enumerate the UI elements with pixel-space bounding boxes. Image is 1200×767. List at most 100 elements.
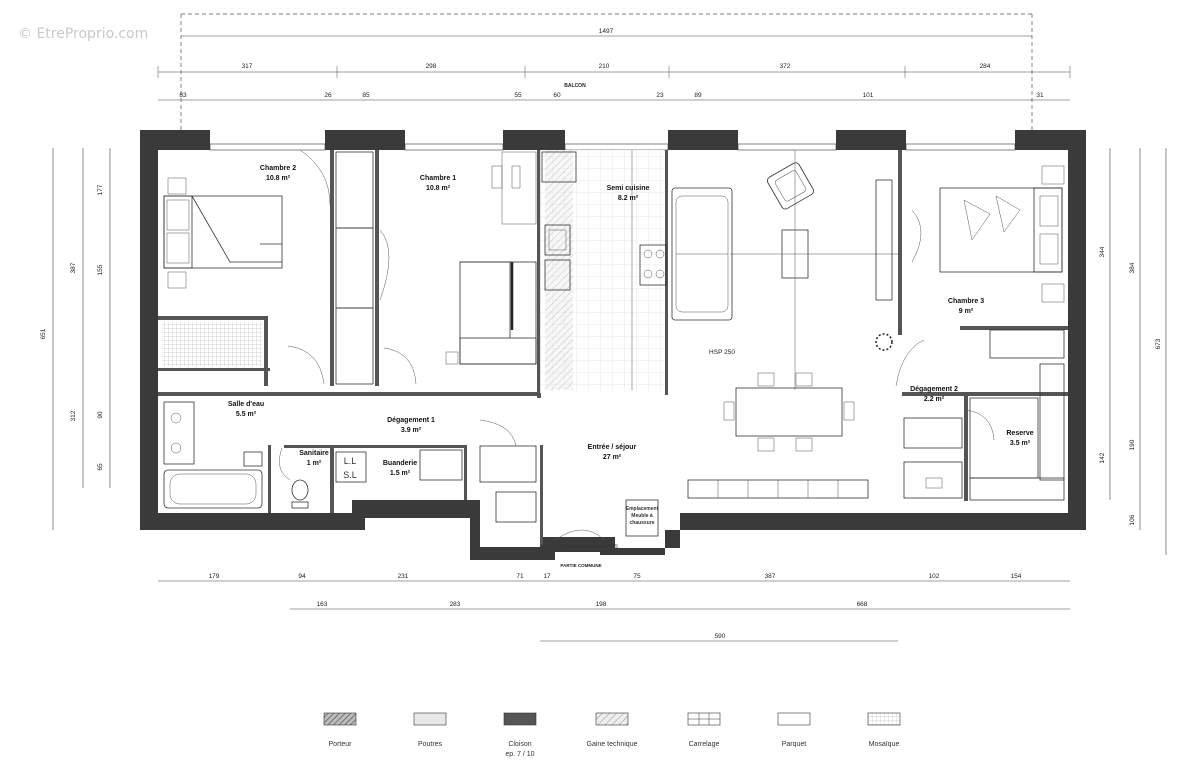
- room-entree-name: Entrée / séjour: [588, 444, 637, 451]
- emplacement-line3: chaussure: [629, 520, 654, 526]
- room-reserve-area: 3.5 m²: [1010, 440, 1031, 447]
- top-dimensions: 1497 317 298 210 372 284 83 26 85 55 60 …: [157, 28, 1071, 101]
- legend: Porteur Poutres Cloison ep. 7 / 10 Gaine…: [323, 712, 901, 758]
- dim-left-inner-1: 155: [97, 264, 104, 275]
- dim-bot2-3: 668: [857, 601, 868, 608]
- dim-right-mid-2: 106: [1129, 514, 1136, 525]
- room-chambre1-area: 10.8 m²: [426, 185, 451, 192]
- bottom-dimensions: PARTIE COMMUNE 179 94 231 71 17 75 387 1…: [158, 563, 1070, 642]
- room-semi-cuisine-area: 8.2 m²: [618, 195, 639, 202]
- dim-top2-8: 31: [1036, 92, 1044, 99]
- dim-left-inner-2: 90: [97, 411, 104, 419]
- legend-parquet: Parquet: [777, 712, 811, 748]
- ll-label: L.L: [344, 456, 357, 466]
- legend-gaine-technique: Gaine technique: [587, 712, 638, 748]
- svg-text:Mosaïque: Mosaïque: [869, 741, 900, 748]
- room-salle-eau-name: Salle d'eau: [228, 401, 264, 408]
- room-degagement1-area: 3.9 m²: [401, 427, 422, 434]
- dim-top2-4: 60: [553, 92, 561, 99]
- svg-text:ep. 7 / 10: ep. 7 / 10: [505, 751, 534, 758]
- room-chambre2-area: 10.8 m²: [266, 175, 291, 182]
- furniture-reserve: [903, 363, 1065, 501]
- room-sanitaire-area: 1 m²: [307, 460, 322, 467]
- room-degagement2-name: Dégagement 2: [910, 386, 958, 393]
- partie-commune-label: PARTIE COMMUNE: [560, 563, 601, 568]
- room-entree-area: 27 m²: [603, 454, 622, 461]
- dim-top2-7: 101: [863, 92, 874, 99]
- dim-top2-3: 55: [514, 92, 522, 99]
- furniture-chambre2: [163, 149, 331, 289]
- dim-top-298: 298: [426, 63, 437, 70]
- room-buanderie-area: 1.5 m²: [390, 470, 411, 477]
- balcon-label: BALCON: [564, 83, 586, 89]
- furniture-bathroom: [163, 401, 659, 537]
- left-dimensions: 651 387 312 177 155 90 65: [40, 148, 111, 530]
- dim-bot3-0: 590: [715, 633, 726, 640]
- dim-right-inner-1: 142: [1099, 452, 1106, 463]
- room-degagement1-name: Dégagement 1: [387, 417, 435, 424]
- room-sanitaire-name: Sanitaire: [299, 450, 329, 457]
- room-reserve-name: Reserve: [1006, 430, 1033, 437]
- sl-label: S.L: [343, 470, 357, 480]
- doors: [279, 209, 995, 541]
- dim-right-inner-0: 344: [1099, 246, 1106, 257]
- dim-bot1-3: 71: [516, 573, 524, 580]
- dim-bot1-7: 102: [929, 573, 940, 580]
- svg-text:Porteur: Porteur: [329, 741, 353, 748]
- dim-top-284: 284: [980, 63, 991, 70]
- room-chambre3-name: Chambre 3: [948, 298, 984, 305]
- legend-porteur: Porteur: [323, 712, 357, 748]
- dim-right-mid-1: 190: [1129, 439, 1136, 450]
- dim-left-inner-0: 177: [97, 184, 104, 195]
- outer-walls: [140, 130, 1086, 560]
- dim-bot1-6: 387: [765, 573, 776, 580]
- room-degagement2-area: 2.2 m²: [924, 396, 945, 403]
- dim-bot2-2: 198: [596, 601, 607, 608]
- dim-top2-2: 85: [362, 92, 370, 99]
- furniture-kitchen: [541, 150, 667, 390]
- dim-bot1-2: 231: [398, 573, 409, 580]
- dim-top2-0: 83: [179, 92, 187, 99]
- dim-bot1-4: 17: [543, 573, 551, 580]
- dim-right-mid-0: 384: [1129, 262, 1136, 273]
- furniture-chambre3: [875, 165, 1065, 359]
- room-labels: Chambre 2 10.8 m² Chambre 1 10.8 m² Semi…: [228, 165, 1034, 550]
- legend-poutres: Poutres: [413, 712, 447, 748]
- dim-bot1-0: 179: [209, 573, 220, 580]
- dim-bot2-1: 283: [450, 601, 461, 608]
- dim-left-mid-0: 387: [70, 262, 77, 273]
- right-dimensions: 673 384 190 106 344 142: [1099, 148, 1167, 555]
- dim-left-inner-3: 65: [97, 463, 104, 471]
- emplacement-line2: Meuble à: [631, 513, 653, 519]
- dim-top-total: 1497: [599, 28, 614, 35]
- svg-text:Cloison: Cloison: [508, 741, 531, 748]
- dim-bot1-1: 94: [298, 573, 306, 580]
- dim-top-210: 210: [599, 63, 610, 70]
- interior-partitions: [158, 150, 1068, 545]
- dim-top-372: 372: [780, 63, 791, 70]
- dim-left-outer: 651: [40, 328, 47, 339]
- svg-text:Gaine technique: Gaine technique: [587, 741, 638, 748]
- dim-top2-1: 26: [324, 92, 332, 99]
- dim-top-317: 317: [242, 63, 253, 70]
- svg-text:Poutres: Poutres: [418, 741, 443, 748]
- emplacement-line1: Emplacement: [626, 506, 659, 512]
- room-salle-eau-area: 5.5 m²: [236, 411, 257, 418]
- dim-bot1-8: 154: [1011, 573, 1022, 580]
- legend-mosaique: Mosaïque: [867, 712, 901, 748]
- surface-plancher-label: Surface de plancher 80.5: [562, 544, 618, 550]
- room-chambre3-area: 9 m²: [959, 308, 974, 315]
- furniture-living: [671, 150, 898, 499]
- furniture-chambre1: [445, 151, 537, 365]
- room-buanderie-name: Buanderie: [383, 460, 417, 467]
- dim-bot2-0: 163: [317, 601, 328, 608]
- room-semi-cuisine-name: Semi cuisine: [607, 185, 650, 192]
- legend-carrelage: Carrelage: [687, 712, 721, 748]
- svg-text:Parquet: Parquet: [782, 741, 807, 748]
- dim-left-mid-1: 312: [70, 410, 77, 421]
- room-chambre2-name: Chambre 2: [260, 165, 296, 172]
- legend-cloison: Cloison ep. 7 / 10: [503, 712, 537, 758]
- room-chambre1-name: Chambre 1: [420, 175, 456, 182]
- dim-top2-6: 89: [694, 92, 702, 99]
